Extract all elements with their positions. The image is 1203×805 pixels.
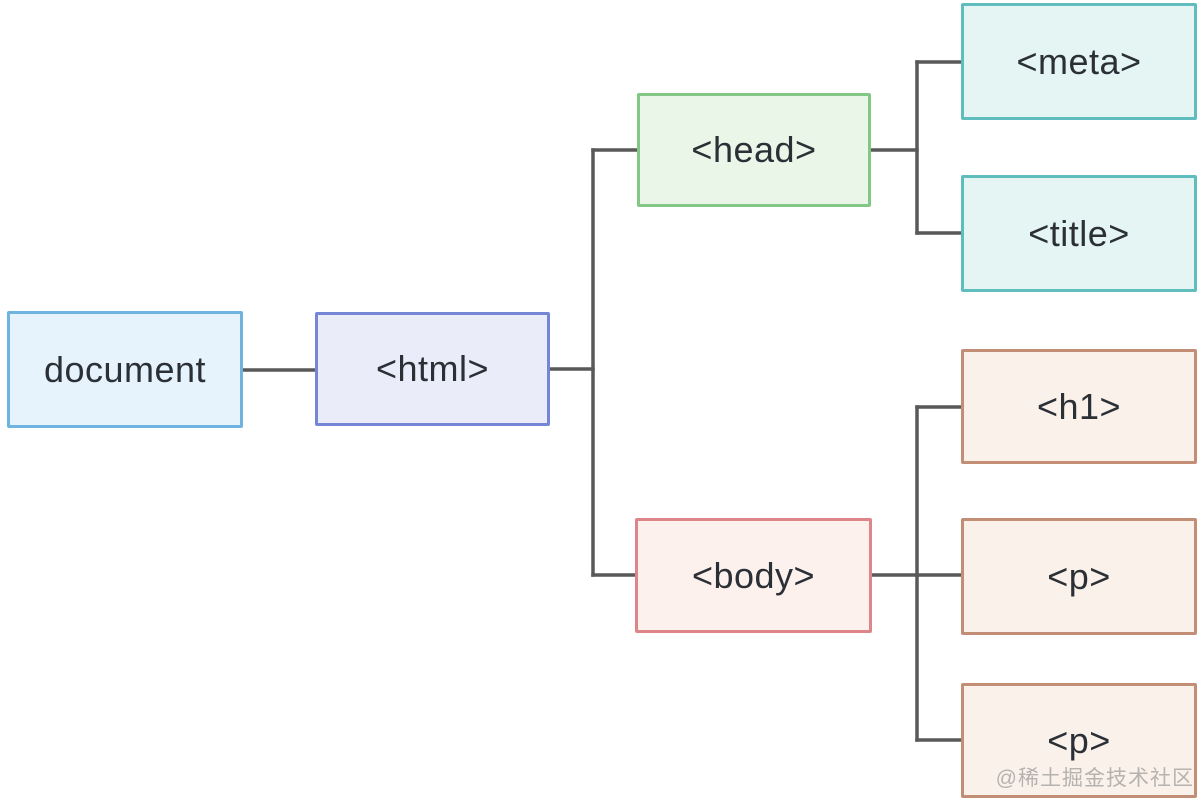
node-p-first: <p> [961, 518, 1197, 635]
node-document: document [7, 311, 243, 428]
node-title: <title> [961, 175, 1197, 292]
node-html: <html> [315, 312, 550, 426]
node-p-second: <p> [961, 683, 1197, 798]
node-h1: <h1> [961, 349, 1197, 464]
node-body: <body> [635, 518, 872, 633]
node-meta: <meta> [961, 3, 1197, 120]
node-head: <head> [637, 93, 871, 207]
